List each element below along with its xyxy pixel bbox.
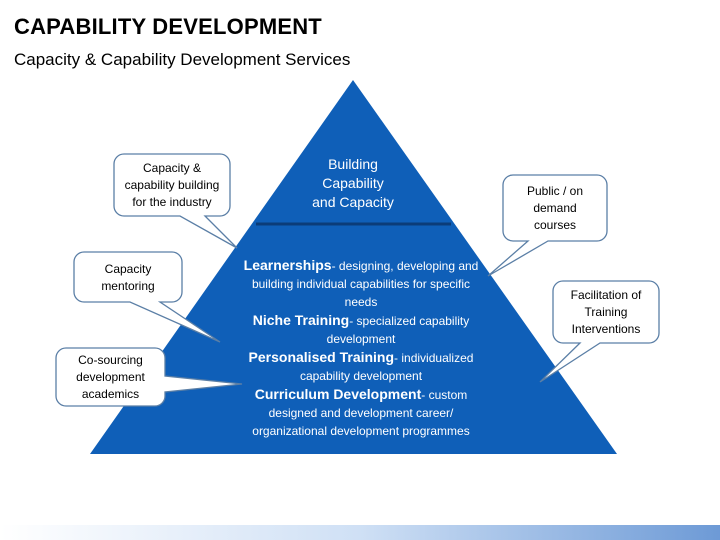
callout-line: Interventions (571, 322, 641, 336)
service-item-curriculum-development: Curriculum Development- custom designed … (228, 385, 494, 440)
service-title: Personalised Training (248, 349, 395, 365)
service-title: Niche Training (252, 312, 350, 328)
callout-cosourcing-text: Co-sourcing development academics (56, 352, 165, 403)
callout-mentoring-text: Capacity mentoring (74, 261, 182, 295)
service-desc: - designing, developing and (331, 259, 479, 273)
service-desc: - individualized (394, 351, 474, 365)
service-desc: needs (344, 295, 378, 309)
service-item-learnerships: Learnerships- designing, developing and … (228, 256, 494, 311)
service-desc: organizational development programmes (252, 424, 470, 438)
pyramid-shape (90, 80, 617, 454)
callout-facilitation-text: Facilitation of Training Interventions (553, 287, 659, 338)
service-desc: building individual capabilities for spe… (251, 277, 471, 291)
callout-line: Facilitation of (570, 288, 642, 302)
callout-public-text: Public / on demand courses (503, 183, 607, 234)
service-desc: - custom (421, 388, 468, 402)
callout-line: Training (584, 305, 628, 319)
service-desc: - specialized capability (349, 314, 470, 328)
footer-gradient-bar (0, 525, 720, 540)
callout-mentoring-shape (73, 251, 221, 343)
callout-line: capability building (124, 178, 220, 192)
apex-line: and Capacity (312, 194, 394, 210)
callout-line: Co-sourcing (78, 353, 143, 367)
page-subtitle: Capacity & Capability Development Servic… (14, 50, 351, 69)
callout-line: Capacity (104, 262, 152, 276)
callout-line: academics (81, 387, 140, 401)
callout-line: courses (533, 218, 577, 232)
service-item-personalised-training: Personalised Training- individualized ca… (228, 348, 494, 385)
callout-industry-shape (113, 153, 238, 249)
service-desc: designed and development career/ (268, 406, 454, 420)
callout-industry-text: Capacity & capability building for the i… (114, 160, 230, 211)
pyramid-apex-label: Building Capability and Capacity (283, 155, 423, 212)
service-title: Learnerships (243, 257, 332, 273)
pyramid-services-list: Learnerships- designing, developing and … (228, 256, 494, 440)
callout-line: mentoring (101, 279, 155, 293)
callout-line: development (76, 370, 145, 384)
service-title: Curriculum Development (254, 386, 422, 402)
callout-facilitation-shape (539, 280, 660, 383)
apex-line: Building (328, 156, 378, 172)
callout-line: demand (533, 201, 577, 215)
service-desc: development (326, 332, 396, 346)
callout-public-shape (487, 174, 608, 277)
page-title: CAPABILITY DEVELOPMENT (14, 14, 322, 39)
callout-line: Capacity & (142, 161, 202, 175)
apex-line: Capability (322, 175, 384, 191)
service-desc: capability development (299, 369, 423, 383)
callout-cosourcing-shape (55, 347, 243, 407)
callout-line: Public / on (526, 184, 584, 198)
service-item-niche-training: Niche Training- specialized capability d… (228, 311, 494, 348)
callout-line: for the industry (132, 195, 212, 209)
